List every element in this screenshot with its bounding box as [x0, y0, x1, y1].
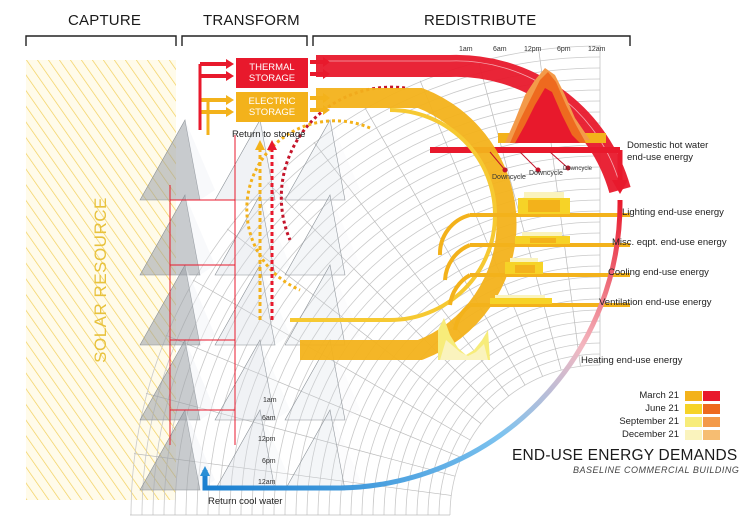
downcycle-label-1: Downcycle — [492, 174, 526, 181]
storage-output-arrows — [310, 57, 330, 115]
return-to-storage-arrows — [255, 140, 277, 320]
legend-swatch — [703, 416, 720, 427]
glass-panel-face — [260, 340, 290, 420]
time-tick-top-12am: 12am — [588, 46, 606, 53]
downcycle-label-2: Downcycle — [529, 170, 563, 177]
legend-swatch — [685, 429, 702, 440]
glass-panel — [284, 119, 346, 201]
cooling-profile — [505, 258, 543, 274]
transform-header: TRANSFORM — [203, 12, 300, 29]
time-tick-left-6pm: 6pm — [262, 458, 276, 465]
cool-water-flow — [200, 199, 623, 491]
legend-swatch — [685, 403, 702, 414]
grid-tick-line — [226, 228, 482, 424]
glass-panel — [284, 409, 346, 491]
redistribute-bracket — [312, 35, 631, 46]
heating-profile — [438, 318, 490, 360]
time-tick-left-6am: 6am — [262, 415, 276, 422]
return-cool-water-label: Return cool water — [208, 496, 283, 507]
end-use-lighting-label: Lighting end-use energy — [622, 207, 724, 218]
end-use-hot-water-label2: end-use energy — [627, 152, 694, 163]
legend-row: September 21 — [600, 415, 720, 428]
transform-bracket — [181, 35, 308, 46]
glass-panel-face — [185, 340, 215, 420]
legend-swatch — [703, 390, 720, 401]
glass-panel-face — [260, 265, 290, 345]
glass-panel-face — [330, 265, 360, 345]
time-tick-left-12am: 12am — [258, 479, 276, 486]
legend-row: June 21 — [600, 402, 720, 415]
diagram-subtitle: BASELINE COMMERCIAL BUILDING — [573, 465, 740, 475]
downcycle-label-3: Downcycle — [563, 166, 593, 172]
time-tick-left-1am: 1am — [263, 397, 277, 404]
grid-tick-line — [267, 182, 495, 410]
legend-label: September 21 — [619, 416, 679, 427]
legend-swatch — [685, 416, 702, 427]
glass-panel-face — [260, 410, 290, 490]
panel-feed-lines — [169, 135, 236, 445]
solar-resource-band — [26, 60, 176, 500]
diagram-title: END-USE ENERGY DEMANDS — [512, 447, 738, 464]
legend-label: March 21 — [639, 390, 679, 401]
electric-inner-arc — [290, 108, 497, 322]
redistribute-header: REDISTRIBUTE — [424, 12, 537, 29]
end-use-hot-water-label: Domestic hot water — [627, 140, 709, 151]
time-tick-top-12pm: 12pm — [524, 46, 542, 53]
time-tick-left-12pm: 12pm — [258, 436, 276, 443]
downcycle-arrows — [489, 151, 571, 173]
glass-panel-face — [260, 195, 290, 275]
grid-tick-line — [419, 80, 543, 377]
legend-swatch — [685, 390, 702, 401]
legend-label: June 21 — [645, 403, 679, 414]
time-tick-top-6pm: 6pm — [557, 46, 571, 53]
capture-bracket — [25, 35, 177, 46]
glass-panel — [214, 339, 276, 421]
electric-flow — [245, 88, 630, 360]
legend-swatch — [703, 429, 720, 440]
time-tick-top-6am: 6am — [493, 46, 507, 53]
legend-row: March 21 — [600, 389, 720, 402]
misc-profile — [515, 232, 570, 244]
glass-panel-face — [185, 265, 215, 345]
glass-panel-face — [185, 195, 215, 275]
glass-panels — [139, 119, 360, 491]
lighting-profile — [518, 192, 570, 214]
grid-tick-line — [165, 334, 462, 458]
end-use-cooling-label: Cooling end-use energy — [608, 267, 709, 278]
end-use-misc-label: Misc. eqpt. end-use energy — [612, 237, 727, 248]
section-brackets — [25, 35, 631, 46]
legend: March 21 June 21 September 21 December 21 — [600, 389, 720, 441]
glass-panel-face — [185, 120, 215, 200]
time-tick-top-1am: 1am — [459, 46, 473, 53]
glass-panel — [214, 264, 276, 346]
end-use-profile-charts — [438, 68, 606, 360]
return-to-storage-label: Return to storage — [232, 129, 306, 140]
grid-tick-line — [364, 107, 526, 386]
storage-input-arrows — [198, 59, 234, 135]
legend-label: December 21 — [621, 429, 679, 440]
end-use-heating-label: Heating end-use energy — [581, 355, 683, 366]
hot-water-profile — [498, 68, 606, 143]
glass-panel — [284, 264, 346, 346]
capture-header: CAPTURE — [68, 12, 142, 29]
glass-panel — [214, 409, 276, 491]
glass-panel — [139, 409, 201, 491]
glass-panel — [284, 194, 346, 276]
glass-panel-face — [330, 120, 360, 200]
glass-panel-face — [330, 195, 360, 275]
legend-row: December 21 — [600, 428, 720, 441]
glass-panel-face — [330, 410, 360, 490]
legend-swatch — [703, 403, 720, 414]
end-use-ventilation-label: Ventilation end-use energy — [599, 297, 712, 308]
ventilation-profile — [490, 295, 552, 304]
